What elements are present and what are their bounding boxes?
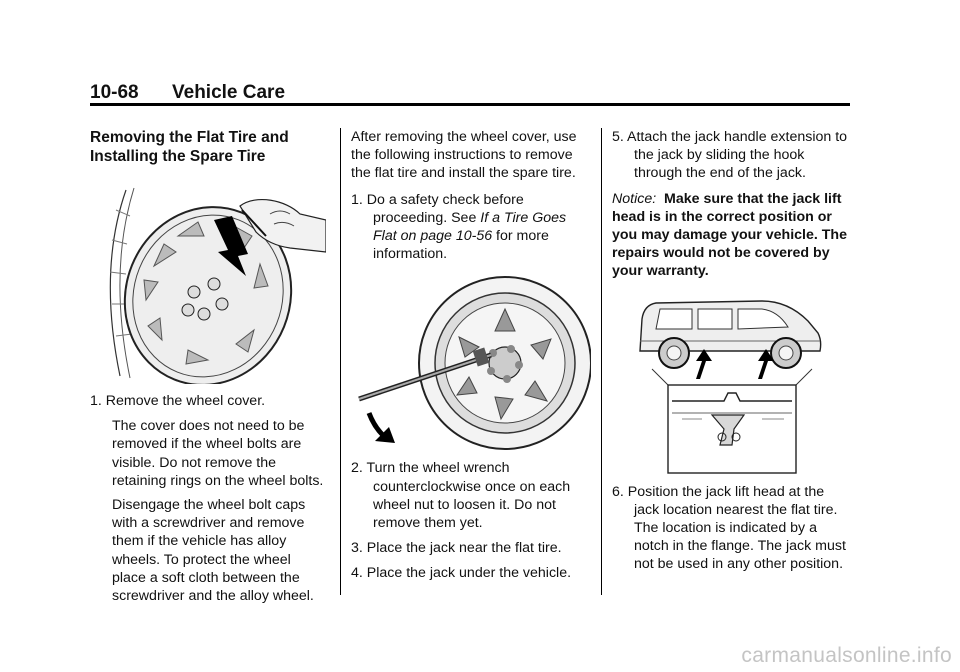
step-4: 4. Place the jack under the vehicle. bbox=[351, 565, 572, 582]
header-rule bbox=[90, 103, 850, 106]
step-1: 1. Remove the wheel cover. bbox=[90, 393, 266, 409]
chapter-title: Vehicle Care bbox=[172, 82, 286, 103]
watermark: carmanualsonline.info bbox=[741, 644, 952, 667]
step-6: 6. Position the jack lift head at the ja… bbox=[612, 483, 846, 573]
column-3: 5. Attach the jack handle extension to t… bbox=[612, 128, 852, 581]
step-3: 3. Place the jack near the flat tire. bbox=[351, 540, 562, 557]
column-1: Removing the Flat Tire and Installing th… bbox=[90, 128, 326, 611]
step-5: 5. Attach the jack handle extension to t… bbox=[612, 129, 848, 182]
section-title: Removing the Flat Tire and Installing th… bbox=[90, 129, 289, 165]
wheel-wrench-illustration bbox=[358, 276, 591, 451]
notice-label: Notice: bbox=[612, 190, 657, 207]
step-1-safety: 1. Do a safety check before proceeding. … bbox=[351, 191, 567, 263]
page-header: 10-68 Vehicle Care bbox=[90, 82, 850, 108]
page-number: 10-68 bbox=[90, 82, 139, 103]
wheel-cover-removal-illustration bbox=[109, 187, 326, 384]
column-divider-2 bbox=[601, 128, 602, 595]
step-1-note-2: Disengage the wheel bolt caps with a scr… bbox=[112, 497, 314, 605]
column-divider-1 bbox=[340, 128, 341, 595]
column-2: After removing the wheel cover, use the … bbox=[351, 128, 591, 590]
intro-paragraph: After removing the wheel cover, use the … bbox=[351, 129, 577, 182]
step-2: 2. Turn the wheel wrench counterclockwis… bbox=[351, 460, 571, 532]
notice: Notice: Make sure that the jack lift hea… bbox=[612, 190, 847, 280]
tire-flat-reference[interactable]: If a Tire Goes Flat on page 10-56 bbox=[373, 209, 567, 245]
step-1-note-1: The cover does not need to be removed if… bbox=[112, 418, 324, 489]
jack-location-illustration bbox=[639, 299, 822, 474]
